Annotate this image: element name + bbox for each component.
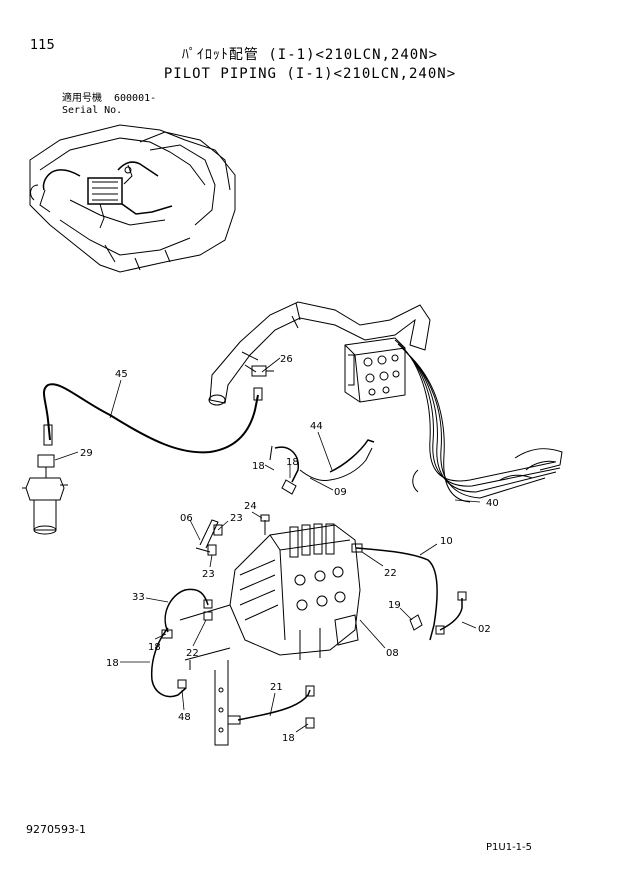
page-number: 115: [30, 38, 55, 53]
filter-assembly-29: [22, 454, 68, 535]
callout-label: 18: [252, 461, 265, 472]
document-number: 9270593-1: [26, 823, 86, 836]
callout-label: 10: [440, 536, 453, 547]
leader-lines: [54, 357, 481, 733]
callout-label: 23: [202, 569, 215, 580]
callout-label: 26: [280, 354, 293, 365]
callout-label: 23: [230, 513, 243, 524]
callout-label: 18: [106, 658, 119, 669]
callout-label: 06: [180, 513, 193, 524]
callout-labels: 45 26 29 44 18 18 09 24 06 23 23 10 22 4…: [80, 354, 499, 744]
serial-label-en: Serial No.: [62, 105, 123, 116]
control-valve: [229, 514, 361, 660]
callout-label: 19: [388, 600, 401, 611]
hose-09: [269, 445, 299, 495]
callout-label: 33: [132, 592, 145, 603]
callout-label: 29: [80, 448, 93, 459]
serial-label-ja: 適用号機: [62, 93, 102, 104]
machine-overview-inset: [29, 124, 236, 273]
callout-label: 22: [186, 648, 199, 659]
page-title-english: PILOT PIPING (I-1)<210LCN,240N>: [163, 66, 457, 82]
callout-label: 18: [148, 642, 161, 653]
callout-label: 18: [282, 733, 295, 744]
callout-label: 48: [178, 712, 191, 723]
hose-45: [42, 383, 263, 454]
callout-label: 02: [478, 624, 491, 635]
figure-number: P1U1-1-5: [486, 842, 533, 853]
fitting-19: [409, 614, 423, 631]
serial-number-block: 適用号機 600001- Serial No.: [62, 93, 156, 117]
hose-33: [164, 588, 213, 633]
hose-44: [299, 439, 375, 481]
callout-label: 09: [334, 487, 347, 498]
callout-label: 40: [486, 498, 499, 509]
upper-piping-assembly: [208, 301, 563, 503]
hose-10: [351, 543, 438, 641]
callout-label: 24: [244, 501, 257, 512]
hose-08: [150, 627, 187, 698]
callout-label: 18: [286, 457, 299, 468]
fitting-26: [251, 365, 274, 377]
callout-label: 21: [270, 682, 283, 693]
serial-value: 600001-: [114, 93, 157, 104]
hose-48: [227, 685, 315, 729]
hose-02: [435, 591, 467, 635]
callout-label: 45: [115, 369, 128, 380]
callout-label: 44: [310, 421, 323, 432]
callout-label: 22: [384, 568, 397, 579]
page-title-japanese: ﾊﾟｲﾛｯﾄ配管 (I-1)<210LCN,240N>: [181, 47, 439, 63]
frame-bracket: [179, 604, 231, 746]
callout-label: 08: [386, 648, 399, 659]
